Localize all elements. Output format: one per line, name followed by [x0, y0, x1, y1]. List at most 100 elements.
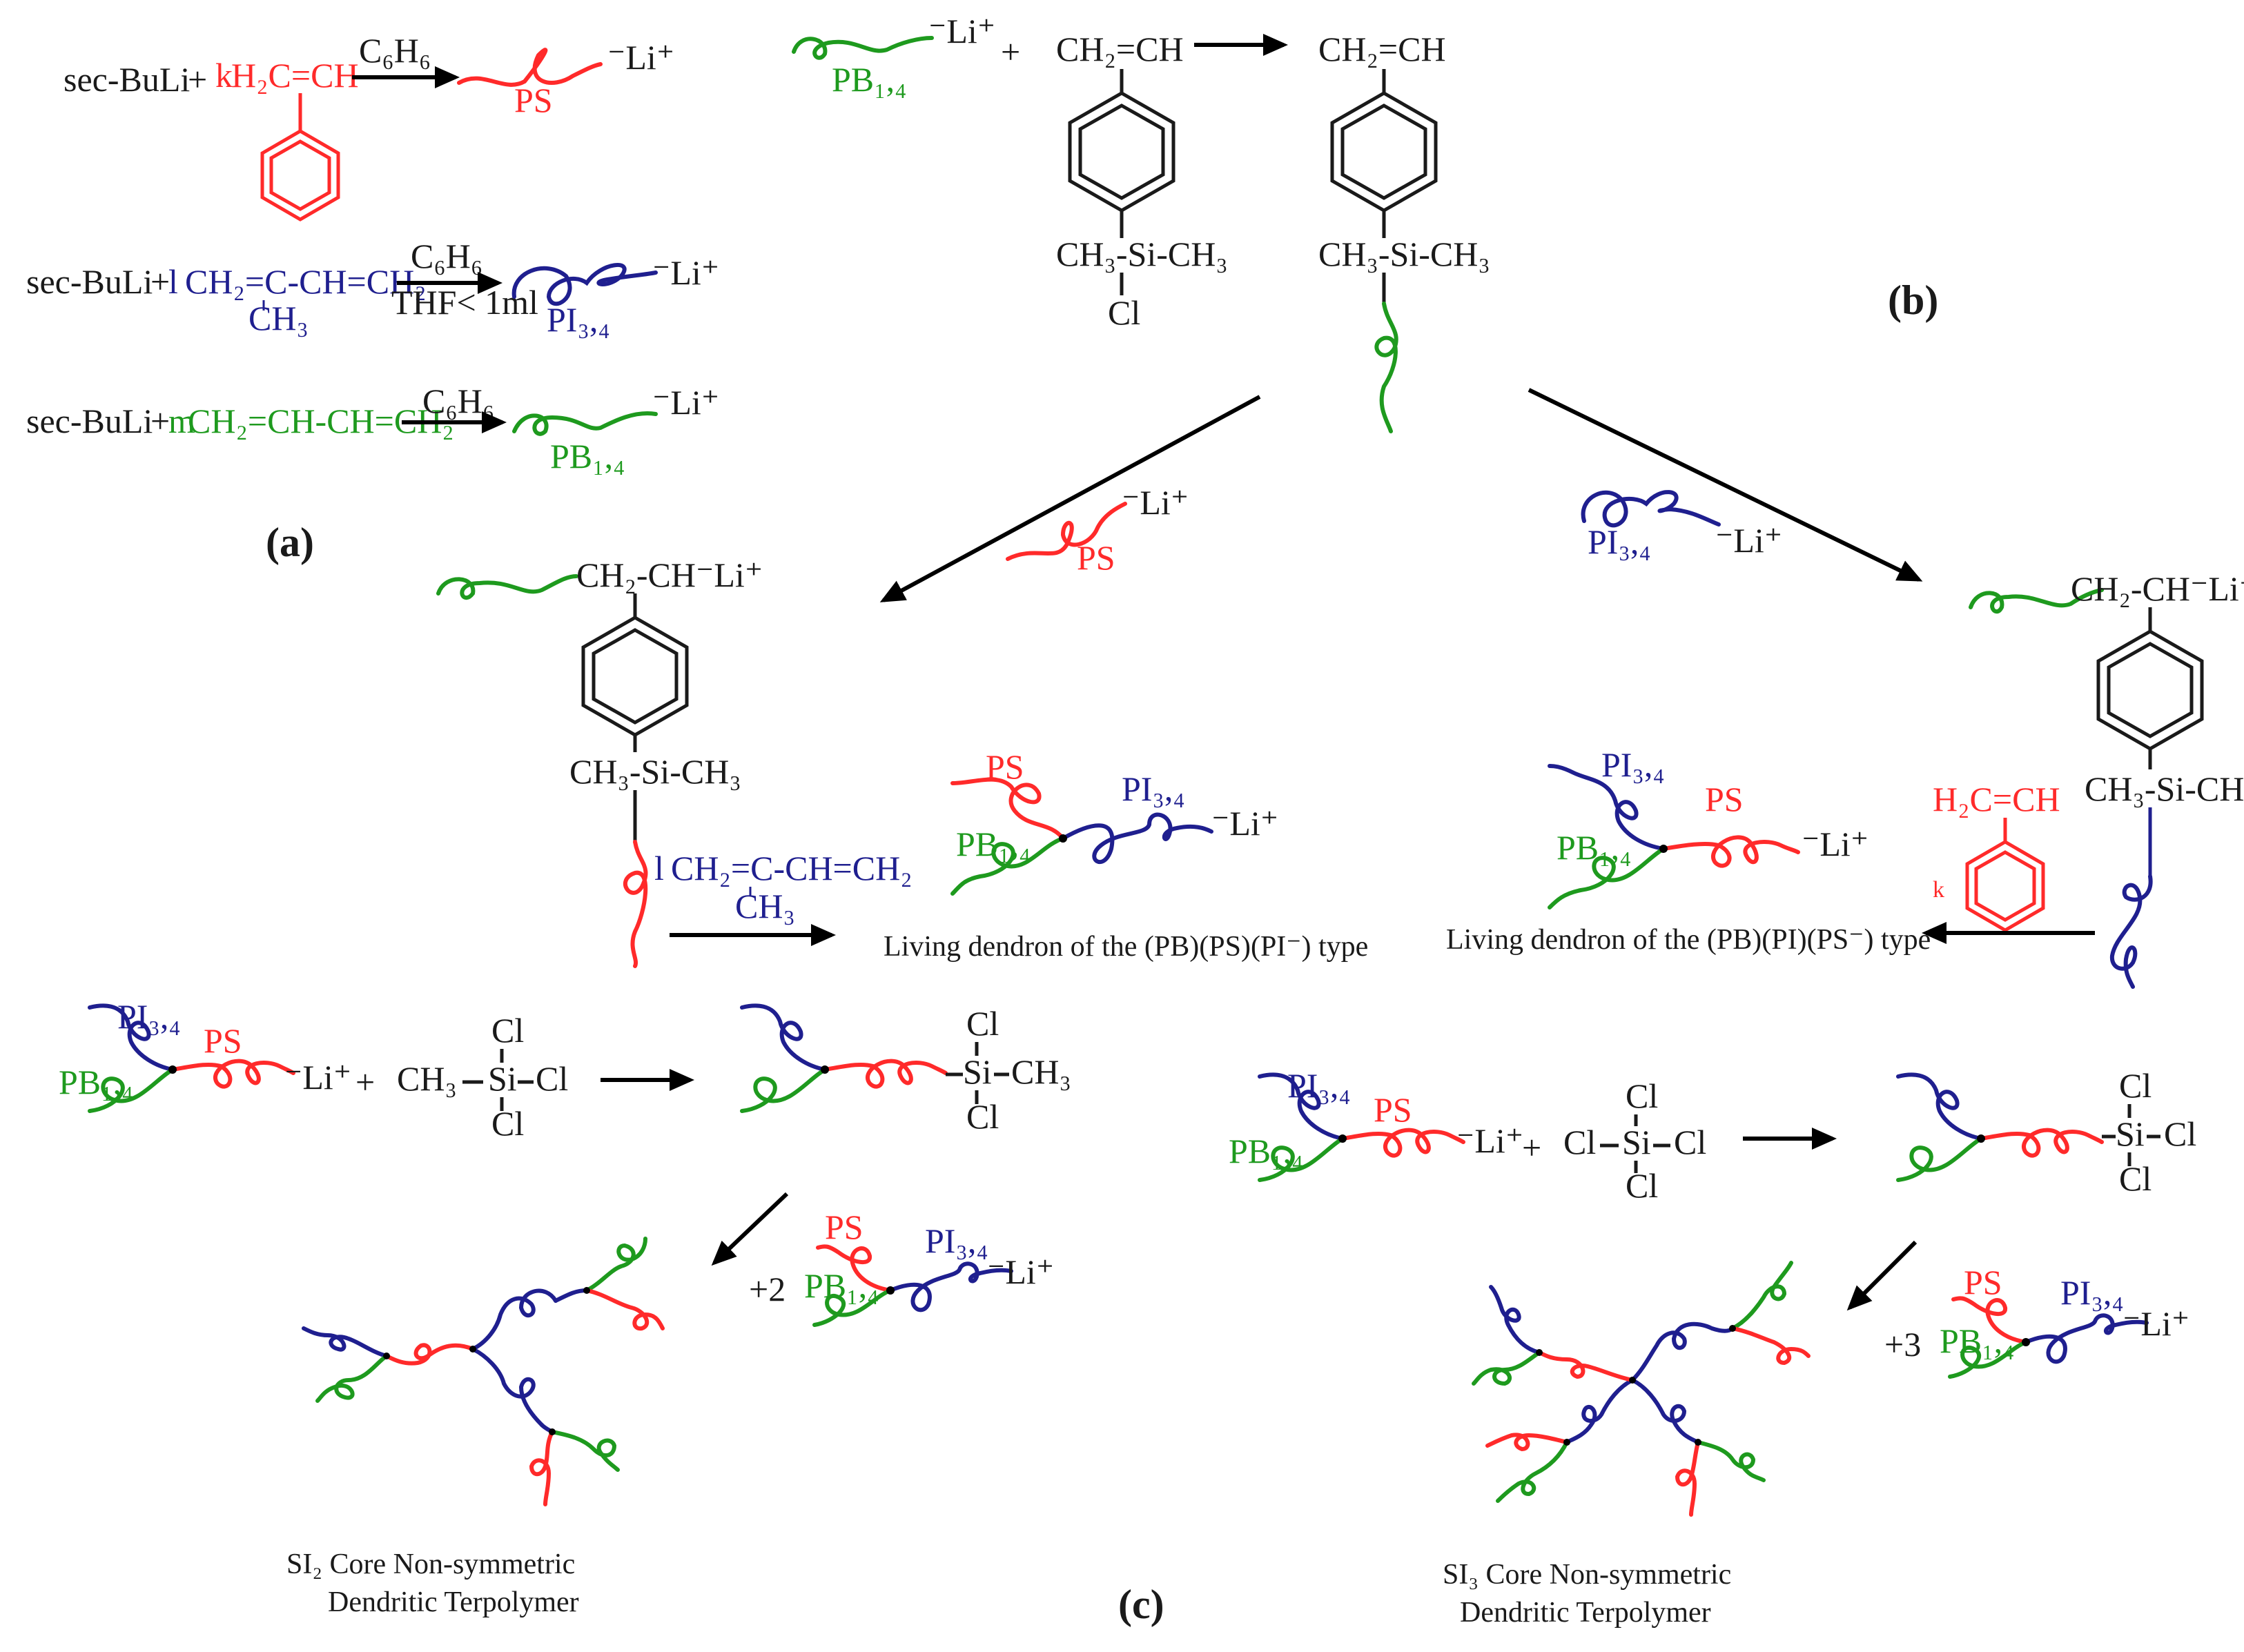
cl-label: Cl	[536, 1059, 568, 1098]
right-branch-arrow	[1528, 388, 1923, 582]
cl-label: Cl	[2164, 1114, 2196, 1153]
li-label: ⁻Li⁺	[607, 38, 674, 77]
dendron-sicl3	[1896, 1072, 2104, 1182]
li-label: ⁻Li⁺	[1211, 804, 1278, 843]
li-label: ⁻Li⁺	[2123, 1304, 2189, 1343]
ps-chain-icon	[457, 48, 603, 87]
plus-sign: +	[188, 60, 207, 99]
pb-chain-icon	[1969, 588, 2104, 613]
plus-sign: +	[150, 402, 170, 440]
pb-label: PB₁,₄	[1940, 1321, 2015, 1360]
pi-chain-icon	[511, 263, 658, 306]
pb-label: PB₁,₄	[832, 60, 907, 99]
methyl-label: CH₃	[248, 299, 309, 337]
si-label: Si	[1622, 1123, 1651, 1161]
ps-chain-icon	[623, 840, 648, 968]
cl-label: Cl	[2119, 1159, 2152, 1198]
si3-caption-line2: Dendritic Terpolymer	[1460, 1597, 1711, 1629]
li-label: ⁻Li⁺	[928, 12, 995, 50]
secbuli-label: sec-BuLi	[26, 262, 153, 301]
li-label: ⁻Li⁺	[652, 383, 719, 422]
pi-label: PI₃,₄	[1601, 745, 1665, 784]
cl-label: Cl	[966, 1004, 999, 1043]
dendron-reagent-x3	[1948, 1296, 2149, 1379]
pb-label: PB₁,₄	[804, 1266, 879, 1305]
isoprene-formula: CH₂=C-CH=CH₂	[671, 849, 913, 887]
panel-b-label: (b)	[1888, 277, 1938, 323]
plus-sign: +	[355, 1063, 375, 1101]
cl-label: Cl	[491, 1011, 524, 1050]
k-coefficient: k	[215, 56, 233, 95]
pi-label: PI₃,₄	[1122, 769, 1185, 808]
panel-a-label: (a)	[266, 520, 314, 565]
ps-label: PS	[514, 81, 553, 119]
cl-label: Cl	[1626, 1166, 1658, 1205]
ps-label: PS	[1077, 538, 1115, 577]
si2-caption-line2: Dendritic Terpolymer	[328, 1586, 579, 1618]
panel-c-label: (c)	[1118, 1582, 1164, 1627]
pi-label: PI₃,₄	[547, 300, 610, 339]
reaction-arrow	[711, 1192, 789, 1266]
pb-label: PB₁,₄	[956, 825, 1031, 863]
pb-label: PB₁,₄	[59, 1063, 134, 1101]
pb-chain-icon	[792, 36, 934, 60]
styrene-ring	[1965, 818, 2045, 932]
dendron-pb-pi-ps	[1548, 764, 1800, 909]
cl-label: Cl	[2119, 1066, 2152, 1105]
li-label: ⁻Li⁺	[652, 253, 719, 292]
pi-chain-icon	[2109, 874, 2153, 989]
pb-chain-icon	[436, 574, 578, 600]
si-label: Si	[963, 1052, 992, 1091]
li-label: ⁻Li⁺	[1715, 521, 1782, 560]
si3-terpolymer	[1472, 1261, 1811, 1517]
plus3-label: +3	[1884, 1325, 1921, 1364]
si-label: Si	[2116, 1114, 2145, 1153]
k-coefficient: k	[1933, 877, 1944, 903]
li-label: ⁻Li⁺	[987, 1252, 1054, 1291]
dendron-reagent-x2	[812, 1244, 1013, 1327]
ch2chli-label: CH₂-CH⁻Li⁺	[2071, 569, 2244, 608]
sime2-label: CH₃-Si-CH₃	[1056, 235, 1228, 273]
si2-caption-line1: SI₂ Core Non-symmetric	[286, 1548, 575, 1580]
ch3-label: CH₃	[397, 1059, 457, 1098]
pi-label: PI₃,₄	[1588, 522, 1651, 561]
panel-b: ⁻Li⁺ PB₁,₄ + CH₂=CH CH₃-Si-CH₃ Cl CH₂=CH…	[436, 12, 2244, 989]
styrene-ring	[260, 93, 340, 222]
sime2-label: CH₃-Si-CH₃	[2085, 769, 2244, 808]
pi-chain-icon	[1581, 490, 1721, 528]
si-label: Si	[488, 1059, 517, 1098]
pi-label: PI₃,₄	[1287, 1066, 1351, 1105]
l-coefficient: l	[168, 262, 178, 301]
pb-chain-icon	[512, 411, 658, 436]
styrene-formula: H₂C=CH	[231, 56, 359, 95]
reaction-arrow	[1846, 1240, 1918, 1311]
isoprene-formula: CH₂=C-CH=CH₂	[185, 262, 427, 301]
si3-caption-line1: SI₃ Core Non-symmetric	[1443, 1559, 1731, 1591]
secbuli-label: sec-BuLi	[26, 402, 153, 440]
c6h6-label: C₆H₆	[411, 237, 482, 275]
left-branch-arrow	[879, 395, 1261, 602]
c6h6-label: C₆H₆	[359, 31, 431, 70]
pb-label: PB₁,₄	[550, 437, 625, 475]
sime2-label: CH₃-Si-CH₃	[1318, 235, 1490, 273]
dendron-right-reactant	[1258, 1072, 1465, 1182]
plus-sign: +	[1001, 32, 1020, 71]
li-label: ⁻Li⁺	[1456, 1121, 1523, 1160]
plus-sign: +	[150, 262, 170, 301]
ps-label: PS	[204, 1021, 242, 1060]
dendron-left-reactant	[88, 1003, 295, 1113]
pb-label: PB₁,₄	[1557, 828, 1632, 867]
benzene-ring	[581, 593, 689, 752]
vinyl-label: CH₂=CH	[1318, 30, 1446, 68]
benzene-ring	[1068, 69, 1175, 238]
secbuli-label: sec-BuLi	[64, 60, 190, 99]
panel-a: sec-BuLi + k H₂C=CH C₆H₆ PS ⁻Li⁺ sec-BuL…	[26, 31, 719, 565]
li-label: ⁻Li⁺	[1122, 483, 1189, 522]
m-coefficient: m	[168, 402, 195, 440]
pi-label: PI₃,₄	[925, 1221, 988, 1260]
ps-label: PS	[1374, 1090, 1412, 1129]
l-coefficient: l	[654, 849, 664, 887]
ps-label: PS	[1964, 1263, 2002, 1301]
ch2chli-label: CH₂-CH⁻Li⁺	[576, 555, 763, 594]
pi-label: PI₃,₄	[117, 997, 181, 1036]
